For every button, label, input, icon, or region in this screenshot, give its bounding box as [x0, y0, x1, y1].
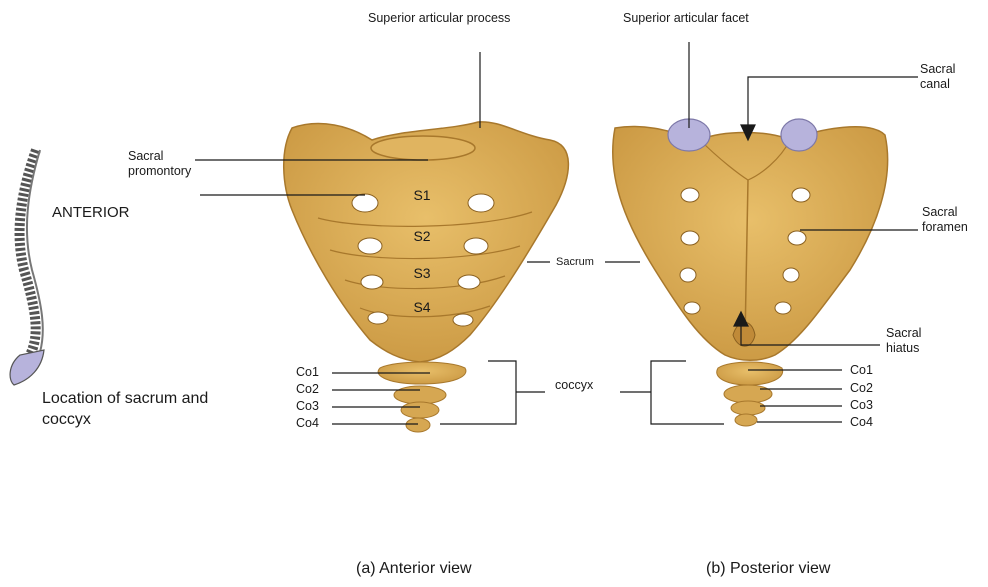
label-superior-articular-process: Superior articular process — [368, 11, 510, 26]
label-co4-posterior: Co4 — [850, 415, 873, 430]
segment-label-s2: S2 — [413, 228, 430, 244]
segment-label-s1: S1 — [413, 187, 430, 203]
label-sacral-promontory: Sacral promontory — [128, 149, 218, 179]
spine-sacrum-highlight — [10, 350, 44, 385]
caption-posterior-view: (b) Posterior view — [706, 560, 830, 578]
label-co4-anterior: Co4 — [296, 416, 319, 431]
sacrum-posterior — [613, 119, 888, 426]
label-superior-articular-facet: Superior articular facet — [623, 11, 749, 26]
label-sacral-foramen: Sacral foramen — [922, 205, 984, 235]
segment-label-s3: S3 — [413, 265, 430, 281]
label-co2-anterior: Co2 — [296, 382, 319, 397]
caption-anterior-view: (a) Anterior view — [356, 560, 472, 578]
right-articular-facet — [781, 119, 817, 151]
segment-label-s4: S4 — [413, 299, 430, 315]
label-sacral-hiatus: Sacral hiatus — [886, 326, 946, 356]
label-co3-posterior: Co3 — [850, 398, 873, 413]
label-co3-anterior: Co3 — [296, 399, 319, 414]
label-co1-posterior: Co1 — [850, 363, 873, 378]
label-coccyx: coccyx — [555, 378, 593, 393]
spine-illustration — [10, 150, 44, 385]
label-sacral-canal: Sacral canal — [920, 62, 980, 92]
label-co1-anterior: Co1 — [296, 365, 319, 380]
label-co2-posterior: Co2 — [850, 381, 873, 396]
label-anterior: ANTERIOR — [52, 203, 130, 223]
label-sacrum: Sacrum — [556, 255, 594, 270]
label-location: Location of sacrum and coccyx — [42, 388, 227, 430]
